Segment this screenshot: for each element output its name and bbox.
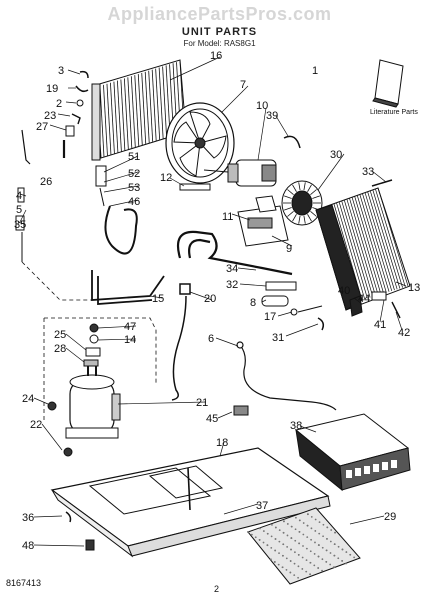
- callout-36: 36: [22, 512, 35, 524]
- callout-16: 16: [210, 50, 223, 62]
- callout-29: 29: [384, 511, 397, 523]
- callout-13: 13: [408, 282, 421, 294]
- callout-35: 35: [14, 219, 27, 231]
- callout-27: 27: [36, 121, 49, 133]
- callout-1: 1: [312, 65, 319, 77]
- blower-wheel: [281, 180, 323, 226]
- callout-48: 48: [22, 540, 35, 552]
- drain-tube: [236, 341, 337, 411]
- callout-46: 46: [128, 196, 141, 208]
- evaporator-coil: [315, 187, 411, 311]
- callout-12: 12: [160, 172, 173, 184]
- callout-23: 23: [44, 110, 57, 122]
- callout-15: 15: [152, 293, 165, 305]
- callout-10: 10: [256, 100, 269, 112]
- callout-34: 34: [226, 263, 239, 275]
- callout-37: 37: [256, 500, 269, 512]
- callout-30: 30: [330, 149, 343, 161]
- capacitor-and-parts: [261, 281, 325, 331]
- callout-33: 33: [362, 166, 375, 178]
- callout-53: 53: [128, 182, 141, 194]
- small-brackets-right: [349, 291, 401, 319]
- callout-40: 40: [338, 285, 351, 297]
- condenser-coil: [91, 59, 187, 161]
- literature-booklet: [372, 59, 404, 108]
- condenser-fan-blade: [165, 102, 235, 184]
- refrigerant-tubing: [176, 230, 293, 276]
- callout-28: 28: [54, 343, 67, 355]
- callout-8: 8: [250, 297, 257, 309]
- callout-18: 18: [216, 437, 229, 449]
- callout-51: 51: [128, 151, 141, 163]
- callout-20: 20: [204, 293, 217, 305]
- page-number: 2: [214, 584, 220, 594]
- callout-2: 2: [56, 98, 63, 110]
- callout-6: 6: [208, 333, 215, 345]
- callout-5: 5: [16, 204, 23, 216]
- callout-11: 11: [222, 211, 234, 223]
- callout-19: 19: [46, 83, 59, 95]
- callout-17: 17: [264, 311, 277, 323]
- callout-26: 26: [40, 176, 53, 188]
- callout-24: 24: [22, 393, 35, 405]
- control-housing: [294, 413, 411, 492]
- callout-38: 38: [290, 420, 303, 432]
- callout-47: 47: [124, 321, 137, 333]
- callout-42: 42: [398, 327, 411, 339]
- thermostat-parts: [179, 135, 393, 191]
- callout-21: 21: [196, 397, 209, 409]
- callout-9: 9: [286, 243, 293, 255]
- callout-31: 31: [272, 332, 285, 344]
- motor-mount-bracket: [237, 195, 289, 247]
- compressor-hardware: [83, 323, 101, 367]
- compressor: [65, 360, 121, 439]
- callout-32: 32: [226, 279, 239, 291]
- part-45-block: [233, 405, 249, 416]
- callout-52: 52: [128, 168, 141, 180]
- base-pan: [50, 447, 331, 558]
- callout-22: 22: [30, 419, 43, 431]
- callout-39: 39: [266, 110, 279, 122]
- callout-3: 3: [58, 65, 65, 77]
- wire-harness: [171, 283, 191, 401]
- callout-4: 4: [16, 190, 23, 202]
- callout-41: 41: [374, 319, 387, 331]
- callout-14: 14: [124, 334, 137, 346]
- filter-drier: [91, 270, 165, 305]
- callout-25: 25: [54, 329, 67, 341]
- literature-parts-label: Literature Parts: [370, 109, 418, 116]
- fan-motor: [203, 159, 277, 187]
- diagram-subtitle: For Model: RAS8G1: [183, 39, 256, 48]
- assembly-outline: [21, 261, 157, 420]
- capillary-tube: [104, 205, 138, 255]
- callout-7: 7: [240, 79, 247, 91]
- diagram-title: UNIT PARTS: [181, 26, 258, 38]
- air-filter: [247, 507, 361, 585]
- watermark: AppliancePartsPros.com: [107, 4, 332, 24]
- callout-45: 45: [206, 413, 219, 425]
- document-number: 8167413: [6, 578, 42, 588]
- callout-44: 44: [358, 293, 371, 305]
